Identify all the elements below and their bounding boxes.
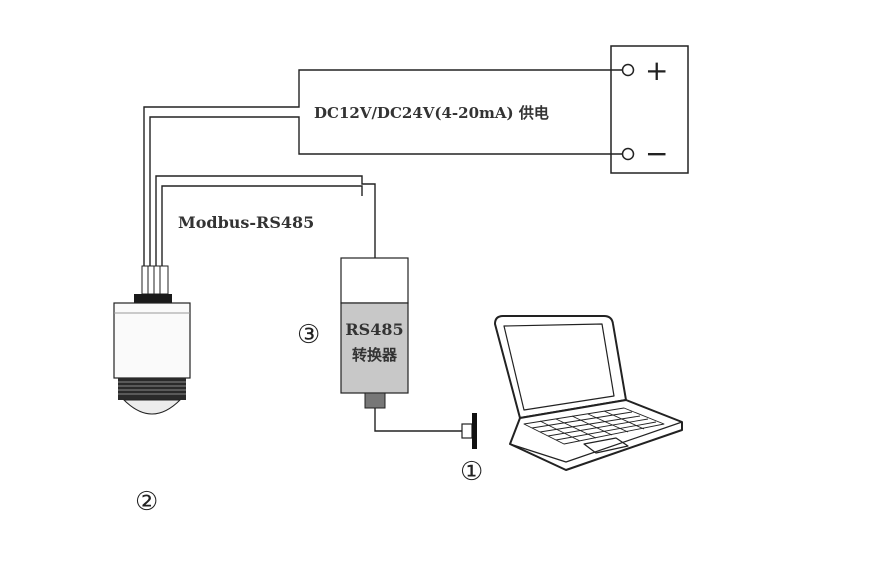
power-label: DC12V/DC24V(4-20mA) 供电: [314, 104, 549, 122]
sensor-cable-gland: [141, 265, 169, 295]
power-supply: + −: [610, 45, 689, 174]
usb-connector: [461, 423, 473, 439]
wire-negative: [149, 116, 623, 272]
bus-wires: [155, 175, 376, 272]
wire-positive: [143, 69, 623, 272]
sensor-body: [113, 302, 191, 379]
sensor-marker: ②: [135, 487, 158, 517]
power-wires: [143, 69, 623, 272]
laptop-touchpad: [583, 437, 629, 454]
wire-bus-a: [155, 175, 376, 272]
converter-line1: RS485: [345, 320, 403, 339]
laptop-screen: [503, 323, 615, 411]
sensor-dome: [122, 399, 182, 415]
converter-usb-plug: [364, 392, 386, 409]
sensor-thread: [118, 378, 186, 400]
rs485-converter: RS485 转换器: [340, 257, 409, 409]
converter-line2: 转换器: [352, 346, 398, 364]
converter-top: [340, 257, 409, 304]
plus-symbol: +: [645, 54, 668, 87]
converter-band: [340, 302, 409, 394]
usb-connector-tip: [472, 413, 477, 449]
laptop: [494, 315, 683, 471]
sensor-connector: [134, 294, 172, 303]
minus-symbol: −: [645, 137, 668, 170]
positive-terminal: [621, 63, 635, 77]
laptop-keyboard: [523, 407, 665, 445]
usb-marker: ①: [460, 457, 483, 487]
sensor: [113, 265, 191, 415]
converter-marker: ③: [297, 320, 320, 350]
wire-bus-b: [161, 185, 363, 272]
negative-terminal: [621, 147, 635, 161]
usb-cable: [374, 408, 463, 432]
bus-label: Modbus-RS485: [178, 213, 314, 232]
